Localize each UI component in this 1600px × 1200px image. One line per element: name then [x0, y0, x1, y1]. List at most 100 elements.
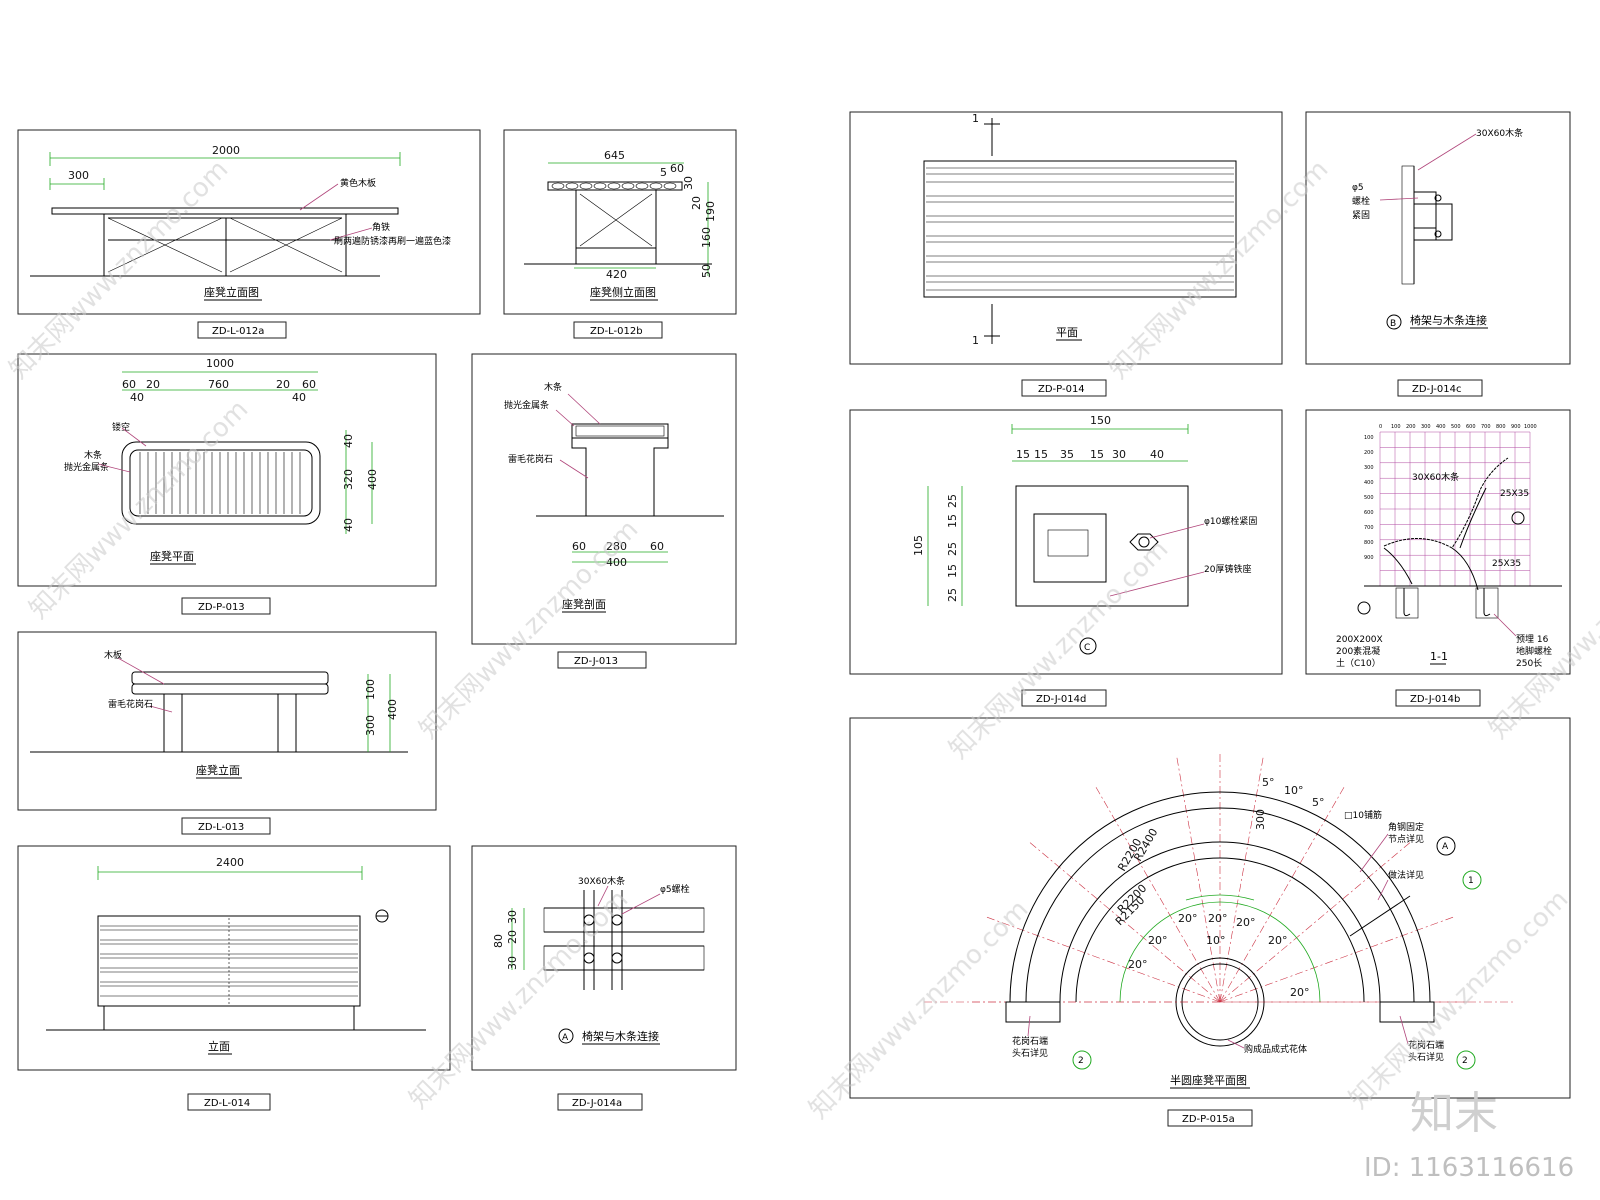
svg-text:节点详见: 节点详见 [1388, 833, 1424, 845]
drawing-zd-l-012b: 645 5 60 30 20 190 160 50 420 座凳侧立面图 ZD-… [503, 129, 737, 339]
drawing-code: ZD-P-015a [1182, 1114, 1235, 1125]
svg-text:100: 100 [364, 679, 377, 700]
svg-text:20: 20 [146, 378, 160, 391]
svg-text:5°: 5° [1262, 776, 1275, 789]
svg-text:800: 800 [1364, 540, 1374, 546]
svg-text:500: 500 [1364, 495, 1374, 501]
svg-text:5°: 5° [1312, 796, 1325, 809]
svg-text:15: 15 [1034, 448, 1048, 461]
radial-line [1094, 785, 1221, 1003]
svg-text:200: 200 [1406, 424, 1416, 430]
svg-text:15: 15 [946, 514, 959, 528]
image-id: ID: 1163116616 [1364, 1153, 1574, 1183]
drawing-code: ZD-J-013 [574, 656, 618, 667]
radial-line [1219, 916, 1456, 1003]
svg-text:30: 30 [506, 956, 519, 970]
drawing-zd-j-014c: 30X60木条 φ5 螺栓 紧固 B 椅架与木条连接 ZD-J-014c [1305, 111, 1571, 397]
svg-text:40: 40 [292, 391, 306, 404]
drawing-zd-p-015a: 5° 10° 5° 20° 20° 20° 20° 20° 20° 20° 10… [849, 717, 1571, 1127]
drawing-code: ZD-P-013 [198, 602, 245, 613]
svg-text:50: 50 [700, 264, 713, 278]
svg-text:预埋 16: 预埋 16 [1516, 634, 1549, 645]
svg-text:320: 320 [342, 469, 355, 490]
svg-text:螺栓: 螺栓 [1352, 195, 1370, 207]
svg-text:60: 60 [670, 162, 684, 175]
svg-text:800: 800 [1496, 424, 1506, 430]
svg-text:10°: 10° [1284, 784, 1304, 797]
label-board: 黄色木板 [340, 177, 376, 189]
drawing-zd-j-014b: 0 100 200 300 400 500 600 700 800 900 10… [1305, 409, 1571, 707]
svg-text:20°: 20° [1236, 916, 1256, 929]
drawing-code: ZD-J-014b [1410, 694, 1460, 705]
svg-text:土（C10）: 土（C10） [1336, 657, 1381, 669]
svg-text:20厚铸铁座: 20厚铸铁座 [1204, 563, 1251, 575]
svg-text:A: A [562, 1033, 569, 1043]
drawing-code: ZD-J-014c [1412, 384, 1462, 395]
svg-text:400: 400 [606, 556, 627, 569]
svg-text:400: 400 [386, 699, 399, 720]
drawing-code: ZD-L-012b [590, 326, 643, 337]
svg-text:400: 400 [1436, 424, 1446, 430]
drawing-code: ZD-J-014d [1036, 694, 1086, 705]
svg-text:φ5: φ5 [1352, 183, 1364, 193]
svg-text:20°: 20° [1128, 958, 1148, 971]
svg-text:105: 105 [912, 535, 925, 556]
svg-text:30X60木条: 30X60木条 [1412, 471, 1459, 483]
svg-text:300: 300 [1364, 465, 1374, 471]
svg-text:190: 190 [704, 201, 717, 222]
svg-text:15: 15 [1090, 448, 1104, 461]
drawing-code: ZD-L-014 [204, 1098, 250, 1109]
svg-text:60: 60 [122, 378, 136, 391]
svg-text:15: 15 [946, 564, 959, 578]
svg-text:40: 40 [1150, 448, 1164, 461]
svg-text:20°: 20° [1148, 934, 1168, 947]
watermark-7: 知末网www.znzmo.com [1104, 154, 1335, 385]
svg-text:雷毛花岗石: 雷毛花岗石 [508, 453, 553, 465]
svg-text:20°: 20° [1178, 912, 1198, 925]
drawing-code: ZD-P-014 [1038, 384, 1085, 395]
svg-text:200X200X: 200X200X [1336, 635, 1383, 645]
svg-text:头石详见: 头石详见 [1012, 1047, 1048, 1059]
watermark-1: 知末网www.znzmo.com [4, 154, 235, 385]
svg-text:25X35: 25X35 [1500, 489, 1529, 499]
svg-text:60: 60 [302, 378, 316, 391]
svg-text:2400: 2400 [216, 856, 244, 869]
svg-text:木板: 木板 [104, 649, 122, 661]
svg-text:80: 80 [492, 934, 505, 948]
label-paint: 刷两遍防锈漆再刷一遍蓝色漆 [334, 235, 451, 247]
svg-text:250长: 250长 [1516, 657, 1542, 669]
svg-text:1: 1 [1468, 876, 1474, 886]
drawing-zd-j-014d: 150 15 15 35 15 30 40 105 25 15 25 15 25… [849, 409, 1283, 707]
svg-text:100: 100 [1364, 435, 1374, 441]
watermark-3: 知末网www.znzmo.com [414, 514, 645, 745]
svg-text:30: 30 [682, 176, 695, 190]
svg-text:40: 40 [342, 434, 355, 448]
svg-text:25X35: 25X35 [1492, 559, 1521, 569]
drawing-zd-l-013: 木板 雷毛花岗石 100 300 400 座凳立面 ZD-L-013 [17, 631, 437, 835]
drawing-zd-p-014: 1 1 平面 ZD-P-014 [849, 111, 1283, 397]
svg-text:15: 15 [1016, 448, 1030, 461]
svg-text:2: 2 [1078, 1056, 1084, 1066]
svg-text:760: 760 [208, 378, 229, 391]
svg-text:B: B [1390, 319, 1396, 329]
drawing-title: 半圆座凳平面图 [1170, 1073, 1247, 1087]
axis-tick-labels: 0 100 200 300 400 500 600 700 800 900 10… [1364, 424, 1537, 561]
svg-text:20°: 20° [1208, 912, 1228, 925]
drawing-zd-j-013: 木条 抛光金属条 雷毛花岗石 60 280 60 400 座凳剖面 ZD-J-0… [471, 353, 737, 669]
svg-text:300: 300 [364, 715, 377, 736]
drawing-zd-l-014: 2400 立面 ZD-L-014 [17, 845, 451, 1111]
radial-line [984, 916, 1221, 1003]
svg-text:1000: 1000 [206, 357, 234, 370]
svg-text:角钢固定: 角钢固定 [1388, 821, 1424, 833]
drawing-title: 座凳侧立面图 [590, 285, 656, 299]
svg-text:200素混凝: 200素混凝 [1336, 645, 1380, 657]
svg-text:头石详见: 头石详见 [1408, 1051, 1444, 1063]
svg-text:900: 900 [1364, 555, 1374, 561]
svg-text:1: 1 [972, 334, 979, 347]
drawing-code: ZD-L-012a [212, 326, 264, 337]
svg-text:木条: 木条 [544, 381, 562, 393]
svg-text:400: 400 [1364, 480, 1374, 486]
svg-text:20: 20 [690, 196, 703, 210]
svg-text:2: 2 [1462, 1056, 1468, 1066]
drawing-zd-l-012a: 2000 300 黄色木板 角铁 刷两遍防锈漆再刷一遍蓝色漆 座凳立面图 ZD-… [17, 129, 481, 339]
